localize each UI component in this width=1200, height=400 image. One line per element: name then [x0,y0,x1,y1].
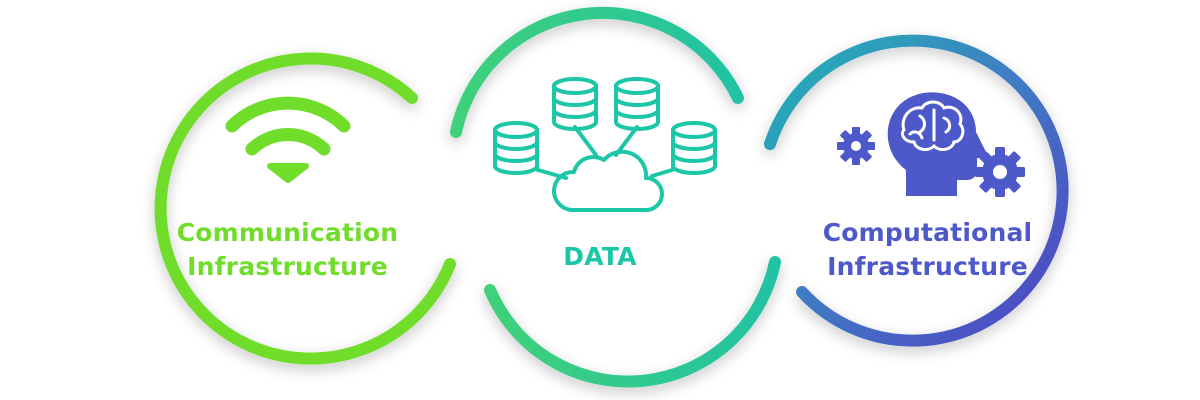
communication-infrastructure-label: Communication Infrastructure [160,216,415,284]
ring-computational [764,34,1069,347]
brain-icon [900,100,965,151]
ring-communication [154,52,456,365]
ring-data [450,6,781,388]
label-line: Infrastructure [187,252,388,281]
label-line: DATA [563,242,637,271]
database-stack [614,77,660,131]
head-icon [887,92,987,196]
label-line: Infrastructure [827,252,1028,281]
wifi-icon [225,96,351,183]
label-line: Computational [822,218,1033,247]
database-stack [493,121,539,175]
data-label: DATA [520,240,680,274]
database-stack [671,121,717,175]
gear-icon [975,147,1025,197]
database-stack [552,77,598,131]
brain-gears-icon [837,92,1025,197]
cloud-database-icon [493,77,717,212]
label-line: Communication [176,218,399,247]
computational-infrastructure-label: Computational Infrastructure [800,216,1055,284]
gear-icon [837,127,875,165]
